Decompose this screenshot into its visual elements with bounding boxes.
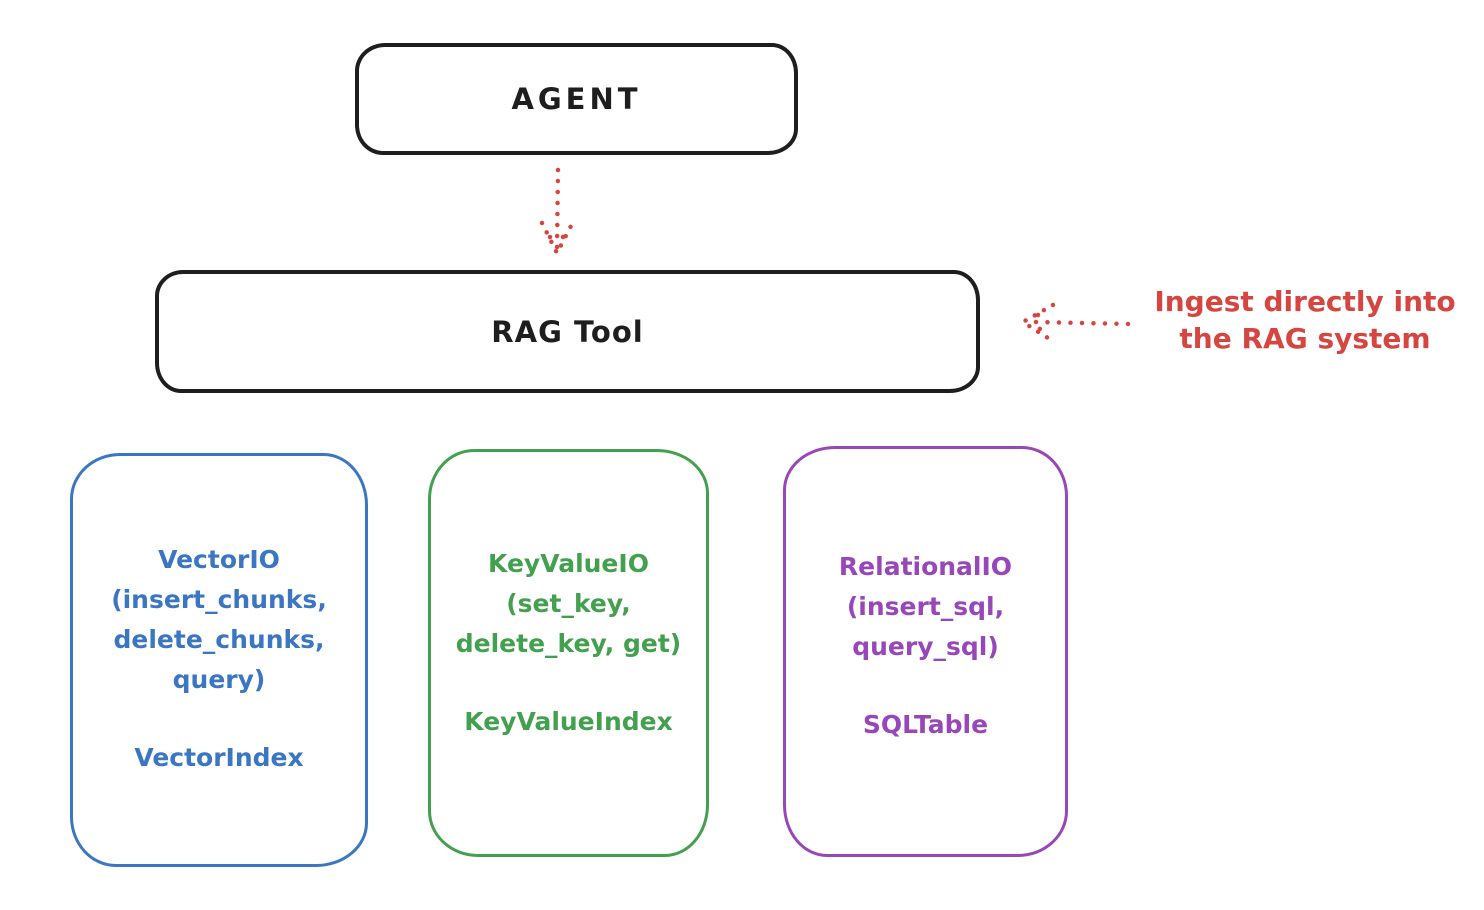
keyvalue-io-box: KeyValueIO (set_key, delete_key, get) Ke… (428, 449, 709, 857)
ingest-annotation: Ingest directly into the RAG system (1154, 285, 1456, 355)
vector-index-label: VectorIndex (134, 743, 304, 772)
keyvalue-index-label: KeyValueIndex (464, 707, 673, 736)
agent-to-rag-arrow-icon (539, 167, 576, 258)
rag-tool-box: RAG Tool (155, 270, 980, 393)
annotation-to-rag-arrow-icon (1018, 302, 1133, 343)
keyvalue-io-methods: KeyValueIO (set_key, delete_key, get) (455, 549, 682, 658)
rag-tool-label: RAG Tool (491, 314, 644, 349)
vector-io-methods: VectorIO (insert_chunks, delete_chunks, … (111, 545, 327, 694)
agent-label: AGENT (511, 82, 642, 116)
sqltable-label: SQLTable (862, 710, 989, 739)
agent-box: AGENT (355, 43, 798, 155)
relational-io-box: RelationalIO (insert_sql, query_sql) SQL… (783, 446, 1068, 857)
relational-io-methods: RelationalIO (insert_sql, query_sql) (838, 552, 1013, 661)
vector-io-box: VectorIO (insert_chunks, delete_chunks, … (70, 453, 368, 867)
